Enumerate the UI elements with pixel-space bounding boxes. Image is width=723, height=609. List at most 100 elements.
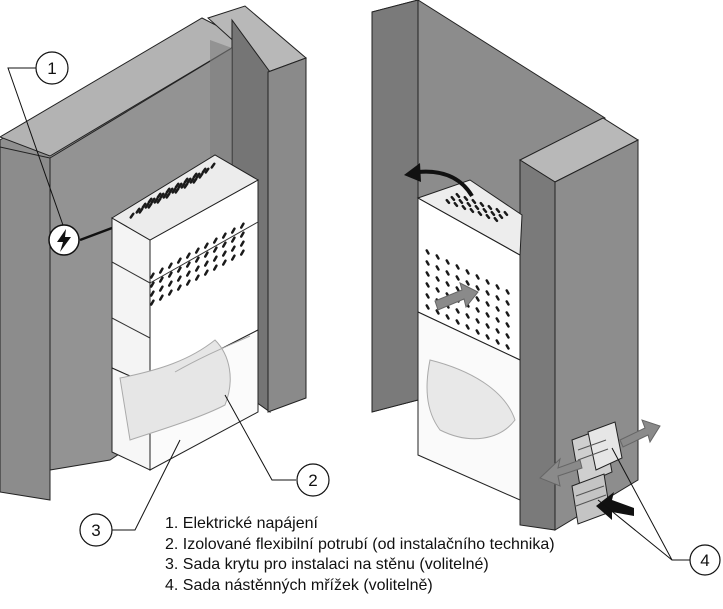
power-cable: [79, 226, 113, 242]
vent-slot: [183, 177, 189, 184]
right-unit: [416, 179, 523, 501]
vent-slot: [495, 339, 500, 345]
vent-slot: [240, 240, 245, 247]
vent-slot: [198, 172, 204, 179]
callout-1: 1: [7, 51, 69, 229]
vent-slot: [177, 266, 182, 273]
vent-slot: [231, 236, 236, 243]
vent-slot: [505, 311, 510, 317]
vent-slot: [204, 242, 209, 249]
vent-slot: [466, 201, 472, 208]
legend-item-4: 4. Sada nástěnných mřížek (volitelně): [165, 576, 433, 594]
vent-slot: [222, 232, 227, 239]
vent-slot: [195, 274, 200, 281]
vent-slot: [177, 182, 183, 189]
vent-slot: [455, 192, 461, 199]
vent-slot: [479, 201, 485, 208]
vent-slot: [485, 312, 490, 318]
vent-slot: [425, 293, 430, 299]
power-bolt-icon: [48, 224, 80, 256]
legend-item-3: 3. Sada krytu pro instalaci na stěnu (vo…: [165, 556, 489, 573]
vent-slot: [435, 276, 440, 282]
vent-slot: [240, 231, 245, 238]
vent-slot: [445, 270, 450, 276]
vent-slot: [159, 276, 164, 283]
vent-slot: [455, 308, 460, 314]
vent-slot: [463, 195, 469, 202]
vent-slot: [495, 207, 501, 214]
vent-slot: [445, 198, 451, 205]
vent-slot: [487, 204, 493, 211]
vent-slot: [465, 313, 470, 319]
vent-slot: [505, 333, 510, 339]
vent-slot: [495, 328, 500, 334]
vent-slot: [485, 334, 490, 340]
vent-slot: [445, 281, 450, 287]
vent-slot: [168, 271, 173, 278]
vent-slot: [168, 289, 173, 296]
left-unit: [111, 154, 260, 471]
vent-slot: [195, 256, 200, 263]
vent-slot: [204, 167, 210, 174]
vent-slot: [465, 280, 470, 286]
vent-slot: [485, 279, 490, 285]
vent-slot: [453, 201, 459, 208]
vent-slot: [495, 317, 500, 323]
vent-slot: [455, 275, 460, 281]
vent-slot: [231, 254, 236, 261]
vent-slot: [485, 323, 490, 329]
vent-slot: [213, 255, 218, 262]
vent-slot: [485, 213, 491, 220]
vent-slot: [129, 212, 135, 219]
vent-slot: [195, 247, 200, 254]
vent-slot: [222, 250, 227, 257]
vent-slot: [213, 246, 218, 253]
vent-slot: [505, 300, 510, 306]
vent-slot: [177, 275, 182, 282]
legend-list: 1. Elektrické napájení 2. Izolované flex…: [165, 514, 635, 596]
vent-slot: [505, 289, 510, 295]
vent-slot: [495, 306, 500, 312]
vent-slot: [168, 262, 173, 269]
vent-slot: [475, 307, 480, 313]
vent-slot: [150, 290, 155, 297]
vent-slot: [189, 177, 195, 184]
vent-slot: [222, 241, 227, 248]
vent-slot: [147, 202, 153, 209]
vent-slot: [425, 271, 430, 277]
vent-slot: [435, 265, 440, 271]
vent-slot: [425, 260, 430, 266]
vent-slot: [159, 294, 164, 301]
vent-slot: [150, 299, 155, 306]
vent-slot: [475, 274, 480, 280]
vent-slot: [153, 197, 159, 204]
vent-slot: [183, 182, 189, 189]
intake-arrow-icon: [596, 492, 634, 520]
vent-slot: [159, 192, 165, 199]
vent-slot: [445, 259, 450, 265]
vent-slot: [213, 264, 218, 271]
vent-slot: [485, 290, 490, 296]
vent-slot: [186, 270, 191, 277]
vent-slot: [138, 207, 144, 214]
vent-slot: [186, 261, 191, 268]
vent-slot: [186, 177, 192, 184]
vent-slot: [240, 222, 245, 229]
vent-slot: [201, 167, 207, 174]
vent-slot: [171, 187, 177, 194]
vent-slot: [150, 197, 156, 204]
vent-slot: [159, 285, 164, 292]
svg-text:3: 3: [91, 521, 100, 540]
vent-slot: [475, 296, 480, 302]
vent-slot: [186, 279, 191, 286]
vent-slot: [435, 254, 440, 260]
vent-slot: [455, 319, 460, 325]
legend-item-2: 2. Izolované flexibilní potrubí (od inst…: [165, 535, 555, 553]
vent-slot: [204, 260, 209, 267]
vent-slot: [177, 284, 182, 291]
callout-2: 2: [224, 394, 330, 497]
vent-slot: [177, 257, 182, 264]
vent-slot: [174, 187, 180, 194]
front-vent-grille: [150, 222, 245, 306]
vent-slot: [450, 195, 456, 202]
